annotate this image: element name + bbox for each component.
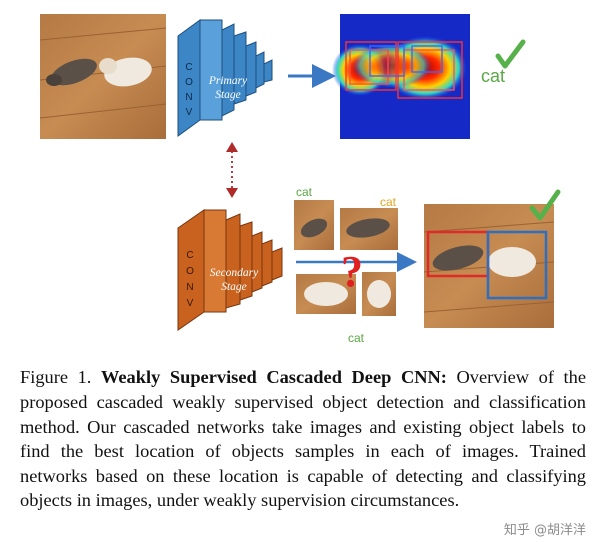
- secondary-conv-v: V: [187, 298, 194, 309]
- primary-conv-n: N: [185, 92, 192, 103]
- crop-sample-1: [294, 200, 334, 250]
- primary-stage-line2: Stage: [215, 89, 241, 101]
- primary-network: C O N V Primary Stage: [177, 19, 273, 137]
- secondary-stage-line2: Stage: [221, 281, 247, 293]
- detection-box-blue: [486, 230, 548, 300]
- heatmap-boxes: [345, 41, 463, 99]
- secondary-conv-n: N: [186, 282, 193, 293]
- primary-conv-o: O: [185, 77, 193, 88]
- primary-conv-v: V: [186, 107, 193, 118]
- secondary-conv-o: O: [186, 266, 194, 277]
- crop-sample-4: [362, 272, 396, 316]
- caption-lead: Figure 1.: [20, 367, 101, 388]
- result-photo: [423, 204, 555, 328]
- crop-sample-2: [340, 208, 398, 250]
- input-photo: [39, 14, 167, 139]
- secondary-network: C O N V Secondary Stage: [177, 209, 283, 331]
- heatmap: [332, 14, 470, 139]
- crop-label-1: cat: [296, 185, 313, 199]
- question-mark-icon: ?: [341, 247, 363, 296]
- primary-conv-c: C: [185, 62, 192, 73]
- secondary-stage-line1: Secondary: [210, 267, 259, 279]
- crop-sample-3: [296, 274, 356, 314]
- crop-samples: [294, 200, 398, 316]
- caption-title: Weakly Supervised Cascaded Deep CNN:: [101, 367, 447, 388]
- watermark: 知乎 @胡洋洋: [503, 523, 586, 538]
- crop-label-3: cat: [348, 331, 365, 345]
- primary-stage-line1: Primary: [208, 75, 248, 87]
- check-icon: [495, 39, 526, 69]
- heatmap-cat-label: cat: [481, 66, 505, 86]
- crop-label-2: cat: [380, 195, 397, 209]
- figure-caption: Figure 1. Weakly Supervised Cascaded Dee…: [20, 365, 586, 513]
- secondary-conv-c: C: [186, 250, 193, 261]
- stage-link-arrow: [226, 142, 238, 198]
- caption-body: Overview of the proposed cascaded weakly…: [20, 367, 586, 511]
- result-check-icon: [529, 189, 561, 221]
- figure-diagram: C O N V Primary Stage cat: [39, 14, 561, 345]
- tabby-cat: [51, 58, 97, 86]
